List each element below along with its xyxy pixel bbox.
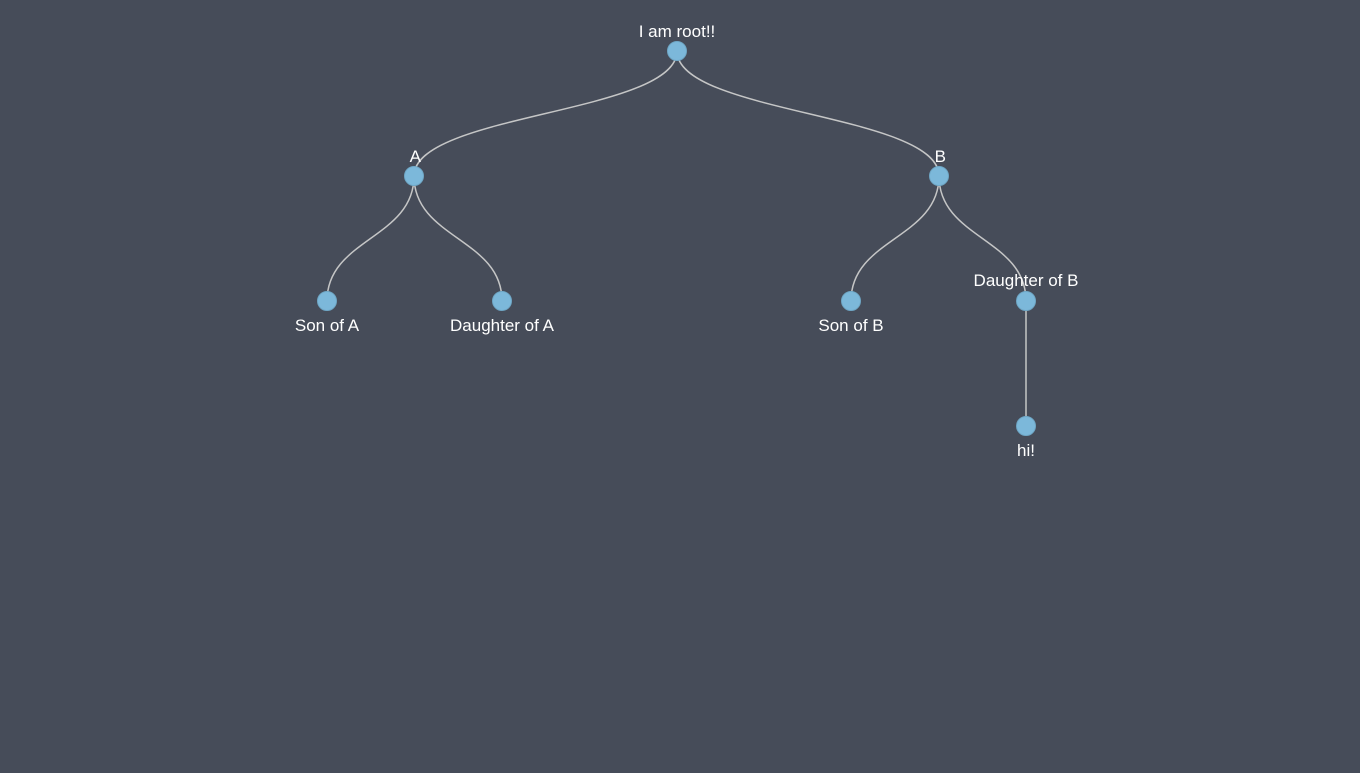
node-circle-daughter-of-a[interactable] [492,291,512,311]
node-label-a: A [410,147,422,166]
tree-link [413,175,503,302]
tree-node-daughter-of-b[interactable]: Daughter of B [974,271,1079,311]
node-circle-hi[interactable] [1016,416,1036,436]
node-label-son-of-b: Son of B [818,316,883,335]
node-circle-daughter-of-b[interactable] [1016,291,1036,311]
tree-node-b[interactable]: B [929,147,949,186]
node-label-hi: hi! [1017,441,1035,460]
node-circle-a[interactable] [404,166,424,186]
tree-link [938,175,1027,302]
node-circle-b[interactable] [929,166,949,186]
tree-nodes-group: I am root!! A B Son of A Daughter of A Son of… [295,22,1079,460]
tree-link [676,50,940,177]
tree-link [326,175,415,302]
tree-node-son-of-a[interactable]: Son of A [295,291,360,336]
node-circle-son-of-a[interactable] [317,291,337,311]
node-label-daughter-of-a: Daughter of A [450,316,555,335]
node-label-son-of-a: Son of A [295,316,360,335]
tree-node-root[interactable]: I am root!! [639,22,716,61]
tree-node-daughter-of-a[interactable]: Daughter of A [450,291,555,336]
node-circle-son-of-b[interactable] [841,291,861,311]
tree-link [850,175,940,302]
tree-link [413,50,678,177]
tree-node-son-of-b[interactable]: Son of B [818,291,884,336]
tree-node-a[interactable]: A [404,147,424,186]
node-label-root: I am root!! [639,22,716,41]
node-label-b: B [935,147,946,166]
tree-node-hi[interactable]: hi! [1016,416,1036,461]
tree-links-group [326,50,1027,426]
node-label-daughter-of-b: Daughter of B [974,271,1079,290]
node-circle-root[interactable] [667,41,687,61]
